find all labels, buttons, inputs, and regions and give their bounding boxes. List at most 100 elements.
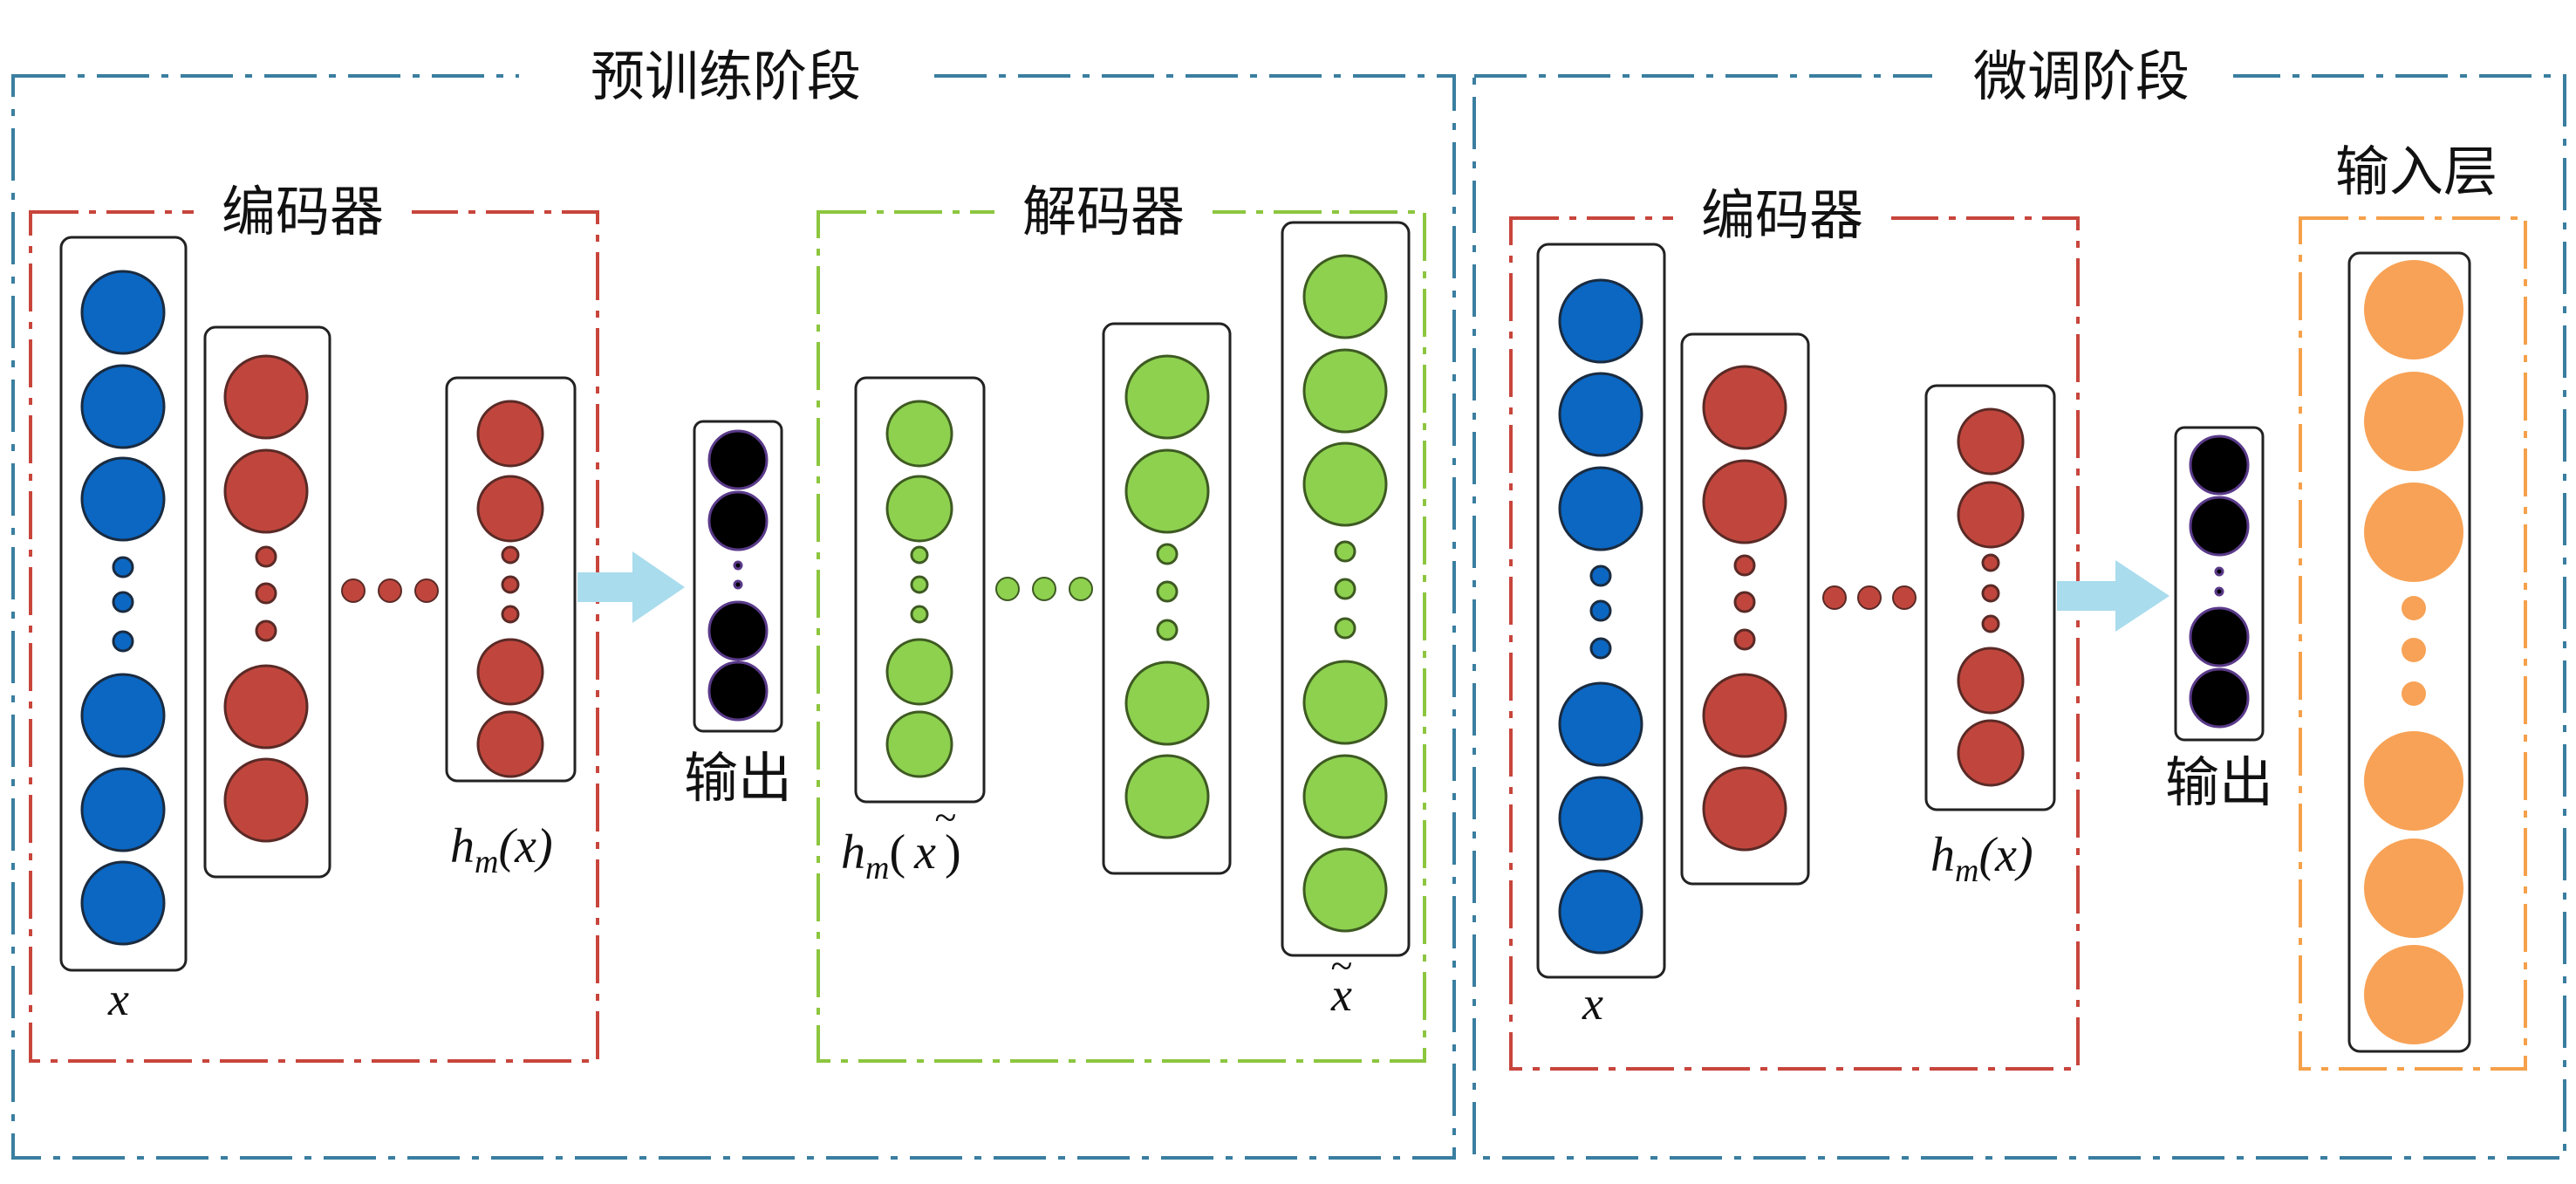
dot: [1857, 585, 1882, 610]
node: [2189, 496, 2250, 557]
layer-box-input-pretrain: [59, 236, 188, 972]
encoder-pretrain-frame: [29, 210, 599, 1063]
tilde-hm-xtilde: ~: [935, 795, 957, 839]
node: [1702, 766, 1787, 852]
nodes-hidden-decoder: [1124, 354, 1210, 839]
node: [2364, 260, 2463, 359]
hm-h: h: [841, 825, 865, 879]
node: [2364, 945, 2463, 1044]
nodes-input-pretrain: [80, 270, 166, 946]
node: [255, 545, 277, 568]
dot: [1822, 585, 1847, 610]
dot: [378, 578, 402, 603]
label-xtilde: x: [1330, 968, 1352, 1021]
nodes-output-finetune: [2189, 435, 2250, 729]
node: [1733, 628, 1756, 651]
layer-box-input-finetune: [1536, 243, 1666, 979]
layer-box-hm-finetune: [1924, 384, 2056, 811]
encoder-pretrain-title: 编码器: [222, 180, 384, 243]
node: [255, 582, 277, 605]
nodes-input-layer: [2364, 260, 2463, 1044]
node: [112, 556, 134, 578]
hm-sub: m: [475, 844, 498, 880]
nodes-hidden1-finetune: [1702, 365, 1787, 852]
node: [476, 638, 544, 706]
node: [223, 664, 309, 749]
tilde-xtilde: ~: [1331, 943, 1353, 988]
node: [1558, 681, 1643, 767]
node: [501, 545, 520, 565]
input-layer-title: 输入层: [2335, 140, 2497, 203]
arrow-to-output-pretrain: [577, 551, 685, 623]
label-hm-x-pretrain: hm(x): [450, 819, 553, 880]
node: [2189, 606, 2250, 667]
node: [1589, 599, 1612, 622]
node: [112, 630, 134, 653]
paren-close: ): [945, 825, 961, 879]
nodes-hm-pretrain: [476, 400, 544, 778]
node: [1558, 466, 1643, 551]
node: [1733, 554, 1756, 577]
node: [255, 619, 277, 642]
node: [2214, 586, 2224, 597]
node: [1124, 354, 1210, 440]
node: [80, 270, 166, 355]
node: [2364, 731, 2463, 831]
node: [1302, 660, 1388, 745]
node: [1957, 647, 2025, 715]
finetune-title-bg: [1932, 45, 2233, 106]
node: [1124, 660, 1210, 746]
node: [501, 575, 520, 594]
node: [476, 710, 544, 778]
node: [707, 600, 769, 661]
node: [910, 605, 929, 624]
hm-arg: x: [913, 825, 936, 879]
node: [2402, 638, 2426, 662]
node: [501, 605, 520, 624]
layer-box-hidden1-finetune: [1680, 332, 1810, 886]
node: [1156, 619, 1179, 641]
node: [1558, 278, 1643, 364]
dot: [995, 577, 1020, 601]
node: [1302, 754, 1388, 839]
pretrain-title-bg: [519, 45, 933, 106]
node: [1957, 719, 2025, 787]
nodes-hm-finetune: [1957, 407, 2025, 787]
dot: [1032, 577, 1056, 601]
node: [2402, 681, 2426, 706]
label-hm-x-finetune: hm(x): [1930, 828, 2033, 889]
node: [223, 354, 309, 440]
node: [1302, 254, 1388, 339]
node: [476, 475, 544, 543]
node: [80, 673, 166, 758]
node: [2364, 372, 2463, 471]
node: [1334, 540, 1356, 563]
node: [2214, 566, 2224, 577]
node: [1156, 580, 1179, 603]
nodes-hidden1-pretrain: [223, 354, 309, 843]
layer-box-hidden-decoder: [1102, 322, 1232, 875]
layer-box-hm-decoder: [854, 376, 986, 804]
node: [80, 456, 166, 542]
node: [1981, 584, 2000, 603]
output-label-finetune: 输出: [2165, 750, 2273, 814]
layer-box-output-pretrain: [693, 420, 783, 733]
decoder-title-bg: [994, 181, 1213, 238]
node: [1589, 565, 1612, 587]
node: [1334, 578, 1356, 600]
nodes-input-finetune: [1558, 278, 1643, 955]
layer-box-input-layer: [2347, 251, 2471, 1053]
node: [1702, 365, 1787, 450]
node: [1558, 372, 1643, 457]
node: [1702, 673, 1787, 758]
node: [1302, 441, 1388, 527]
nodes-reconstruction: [1302, 254, 1388, 933]
encoder-pretrain-title-bg: [194, 181, 412, 238]
node: [1156, 543, 1179, 565]
node: [910, 545, 929, 565]
hm-arg: (x): [498, 819, 552, 873]
node: [1702, 459, 1787, 544]
node: [1334, 617, 1356, 640]
label-x-finetune: x: [1582, 977, 1603, 1030]
